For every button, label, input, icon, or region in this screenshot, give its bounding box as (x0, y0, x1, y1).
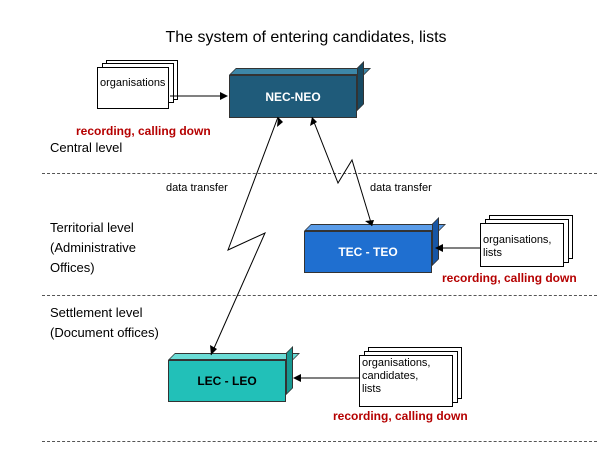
tec-teo-label: TEC - TEO (304, 231, 432, 273)
settlement-level-label: Settlement level (Document offices) (50, 303, 159, 343)
lec-doc-line-2: candidates, (362, 370, 419, 382)
settlement-level-line-1: Settlement level (50, 305, 143, 320)
territorial-level-line-2: (Administrative (50, 240, 136, 255)
tec-doc-text: organisations, lists (483, 234, 552, 260)
data-transfer-label-left: data transfer (166, 182, 228, 194)
lec-leo-label: LEC - LEO (168, 360, 286, 402)
nec-doc-front (97, 67, 169, 109)
settlement-level-line-2: (Document offices) (50, 325, 159, 340)
lec-doc-text: organisations, candidates, lists (362, 357, 431, 396)
diagram-title: The system of entering candidates, lists (165, 29, 447, 46)
tec-recording-label: recording, calling down (442, 271, 577, 285)
territorial-level-line-1: Territorial level (50, 220, 134, 235)
tec-doc-front (480, 223, 564, 267)
nec-tec-arrowhead-top (310, 117, 317, 126)
territorial-level-line-3: Offices) (50, 260, 95, 275)
separator-central-territorial (42, 173, 597, 174)
central-level-label: Central level (50, 140, 123, 155)
tec-doc-line-2: lists (483, 247, 502, 259)
lec-doc-front (359, 355, 453, 407)
lec-doc-line-1: organisations, (362, 357, 431, 369)
separator-bottom (42, 441, 597, 442)
tec-doc-line-1: organisations, (483, 234, 552, 246)
nec-tec-arrowhead-bottom (365, 220, 374, 226)
nec-doc-text: organisations (100, 77, 166, 89)
nec-lec-transfer-line (210, 116, 279, 356)
nec-recording-label: recording, calling down (76, 124, 211, 138)
lec-doc-line-3: lists (362, 383, 381, 395)
nec-neo-label: NEC-NEO (229, 75, 357, 118)
separator-territorial-settlement (42, 295, 597, 296)
territorial-level-label: Territorial level (Administrative Office… (50, 218, 136, 278)
data-transfer-label-right: data transfer (370, 182, 432, 194)
nec-lec-arrowhead-top (277, 117, 283, 127)
lec-recording-label: recording, calling down (333, 409, 468, 423)
nec-lec-arrowhead-bottom (210, 345, 217, 355)
nec-tec-transfer-line (311, 116, 373, 227)
